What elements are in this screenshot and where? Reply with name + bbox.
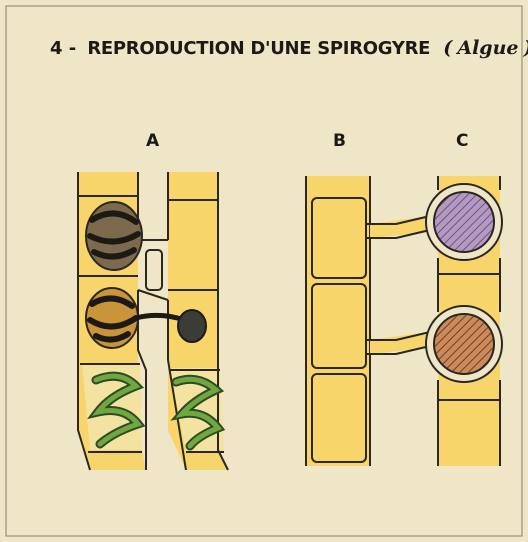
label-c: C	[456, 131, 468, 151]
figure-c	[426, 176, 502, 466]
figure-c-zygospore-lower	[434, 314, 494, 374]
figure-b-filament	[306, 176, 370, 466]
plate-title: 4 - REPRODUCTION D'UNE SPIROGYRE ( Algue…	[50, 37, 528, 59]
title-close-paren: )	[523, 37, 528, 59]
label-a: A	[146, 131, 160, 151]
figure-a-migrating-protoplast	[178, 310, 206, 342]
label-b: B	[333, 131, 346, 151]
title-open-paren: (	[443, 37, 453, 59]
figure-a-gap	[146, 250, 162, 290]
title-italic: Algue	[455, 37, 518, 59]
title-main: REPRODUCTION D'UNE SPIROGYRE	[87, 38, 430, 59]
title-number: 4 -	[50, 38, 76, 59]
figure-c-zygospore-upper	[434, 192, 494, 252]
